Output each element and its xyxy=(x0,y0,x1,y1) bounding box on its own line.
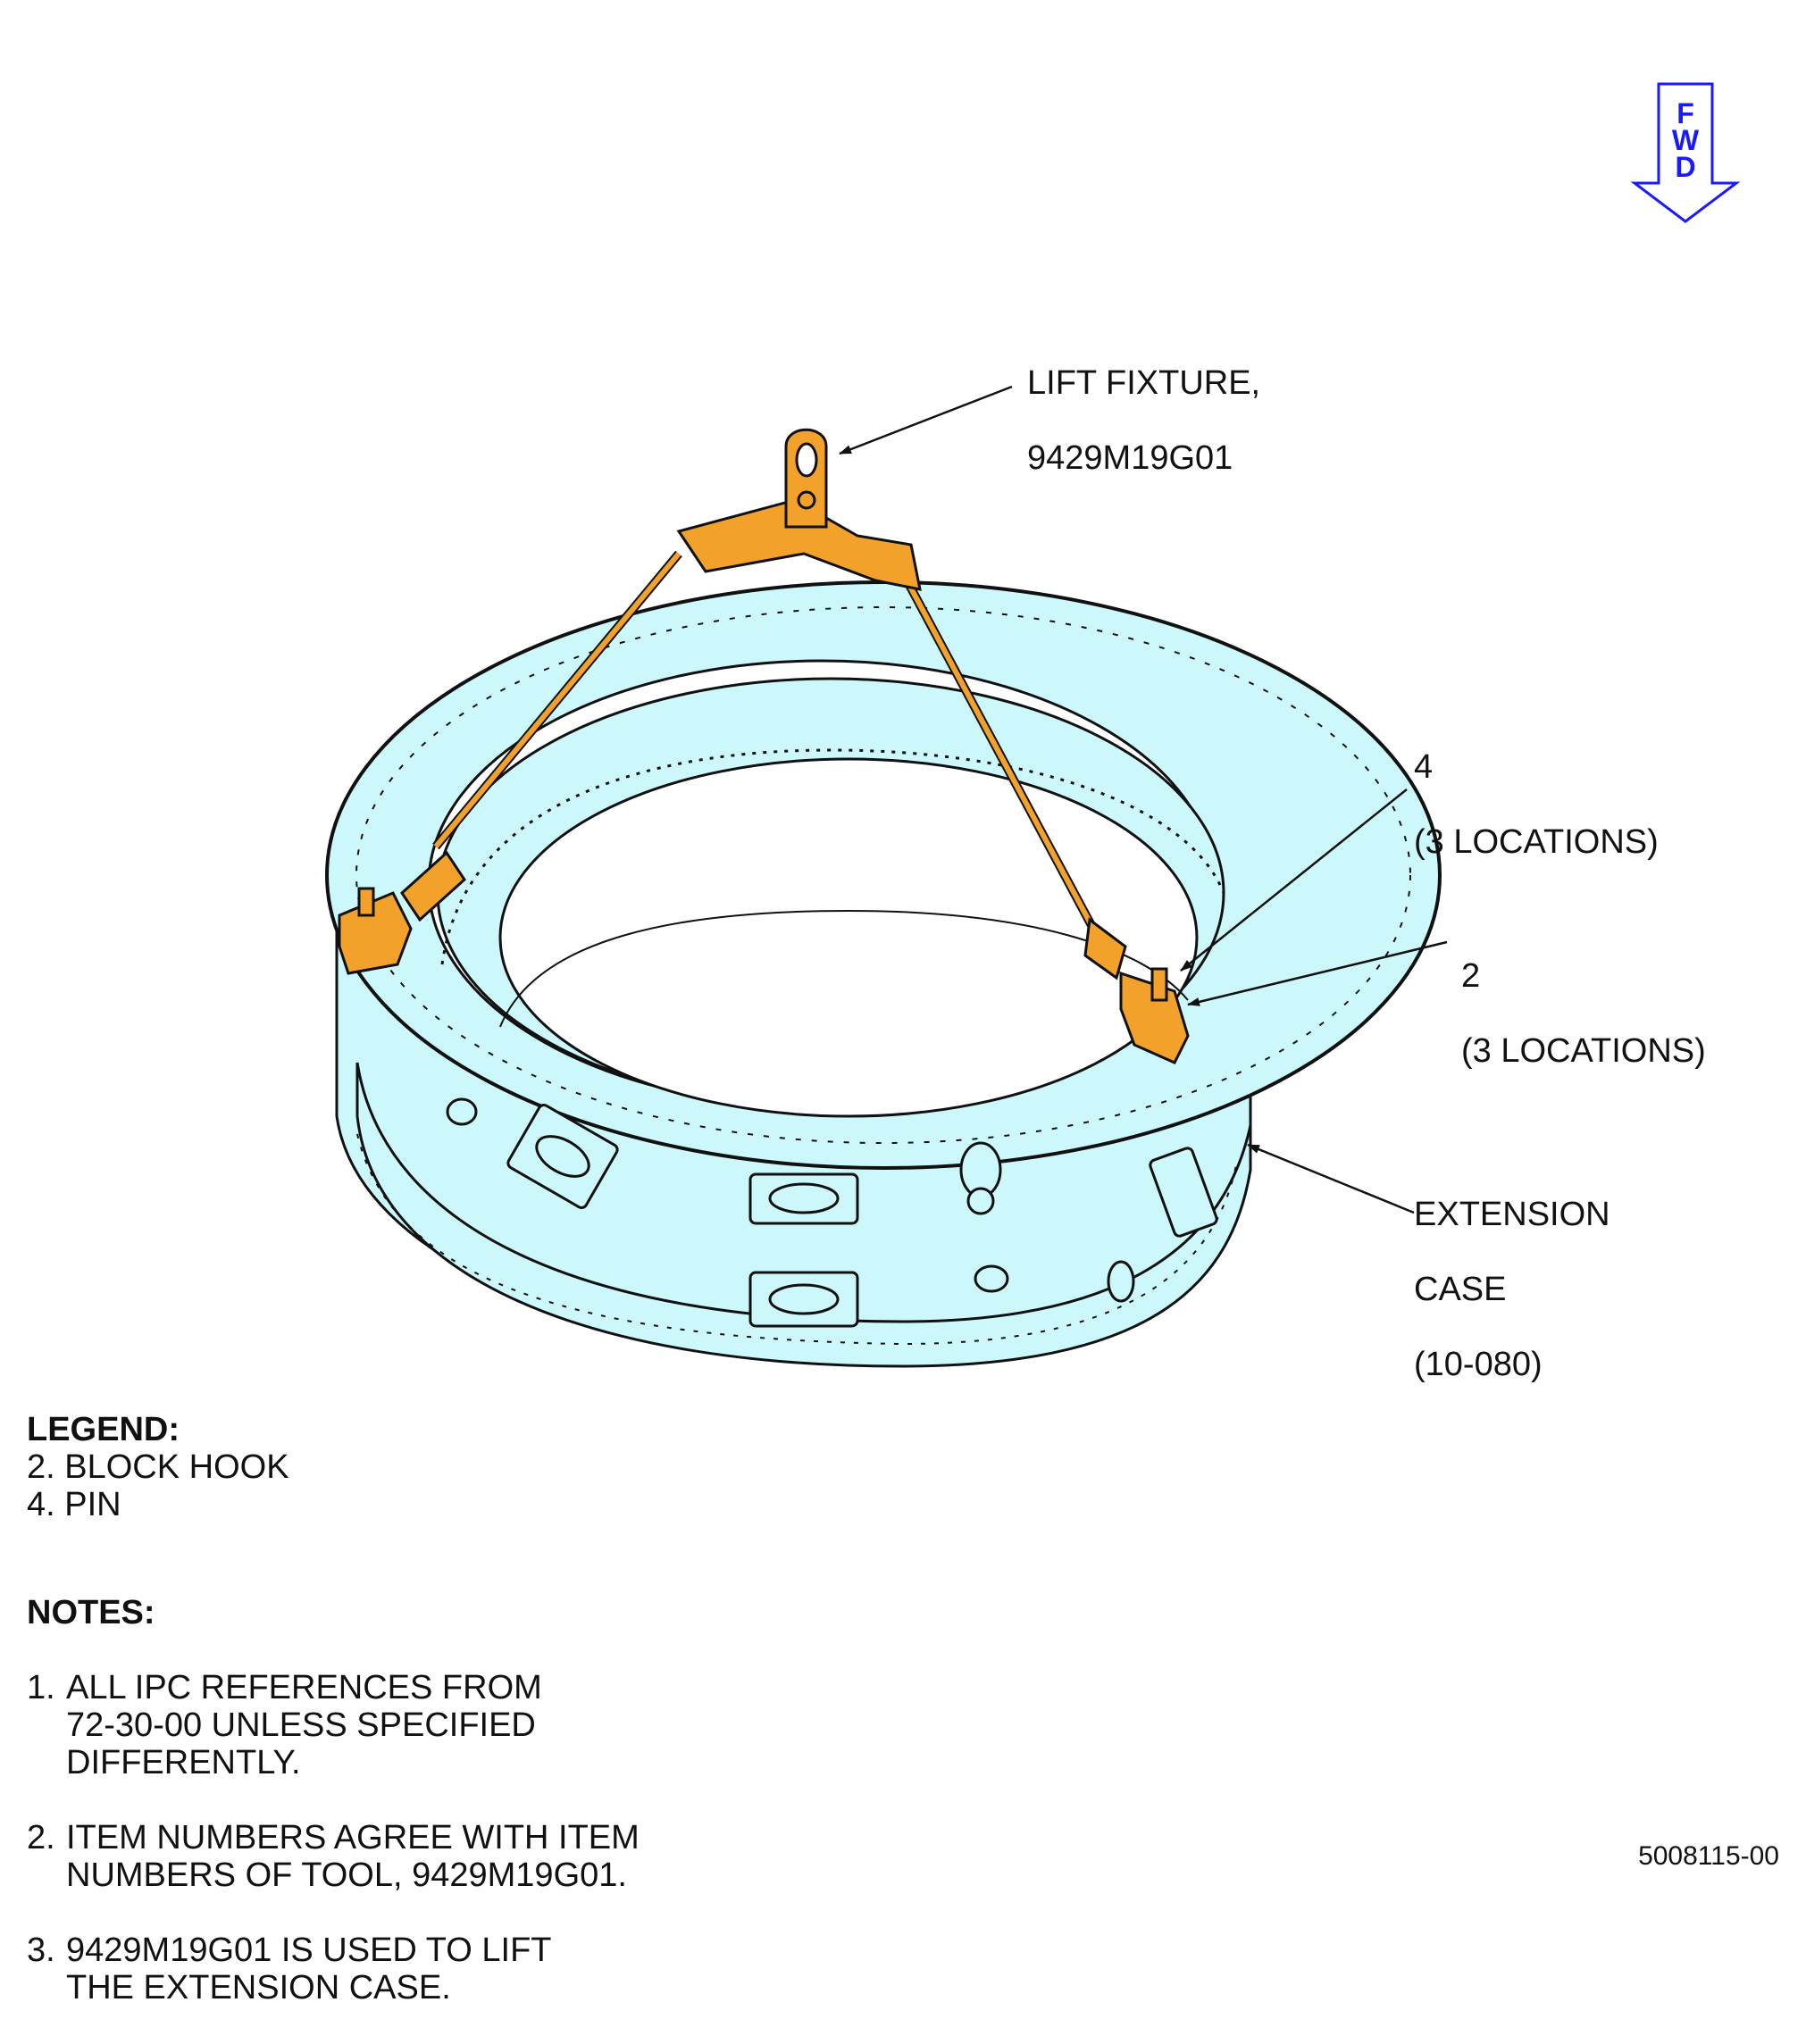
legend: LEGEND: 2. BLOCK HOOK 4. PIN xyxy=(27,1411,289,1523)
extension-case xyxy=(325,580,1442,1368)
legend-item: 2. BLOCK HOOK xyxy=(27,1448,289,1486)
note-item: 1. ALL IPC REFERENCES FROM 72-30-00 UNLE… xyxy=(27,1669,640,1781)
lift-fixture xyxy=(338,428,1190,1064)
callout-extension-case-line3: (10-080) xyxy=(1414,1346,1543,1383)
callout-extension-case-line1: EXTENSION xyxy=(1414,1196,1610,1233)
figure-id: 5008115-00 xyxy=(1638,1841,1779,1871)
fwd-letter-f: F xyxy=(1676,97,1694,129)
note-text: ALL IPC REFERENCES FROM 72-30-00 UNLESS … xyxy=(66,1669,542,1781)
note-text: ITEM NUMBERS AGREE WITH ITEM NUMBERS OF … xyxy=(66,1819,640,1894)
fwd-letter-d: D xyxy=(1675,151,1695,183)
notes: NOTES: 1. ALL IPC REFERENCES FROM 72-30-… xyxy=(27,1556,640,2044)
note-number: 1. xyxy=(27,1669,55,1706)
callout-lift-fixture-line2: 9429M19G01 xyxy=(1027,439,1233,477)
callout-lift-fixture-line1: LIFT FIXTURE, xyxy=(1027,364,1261,402)
callout-block-hook-locations: (3 LOCATIONS) xyxy=(1461,1032,1706,1070)
callout-pin: 4 (3 LOCATIONS) xyxy=(1414,711,1659,898)
leader-lines xyxy=(839,385,1448,1214)
notes-title: NOTES: xyxy=(27,1594,155,1631)
fwd-arrow-icon: F W D xyxy=(1630,82,1741,223)
note-item: 3. 9429M19G01 IS USED TO LIFT THE EXTENS… xyxy=(27,1931,640,2006)
callout-pin-locations: (3 LOCATIONS) xyxy=(1414,823,1659,861)
note-item: 2. ITEM NUMBERS AGREE WITH ITEM NUMBERS … xyxy=(27,1819,640,1894)
callout-extension-case-line2: CASE xyxy=(1414,1271,1507,1308)
callout-extension-case: EXTENSION CASE (10-080) xyxy=(1414,1158,1610,1421)
note-number: 2. xyxy=(27,1819,55,1856)
callout-pin-item-number: 4 xyxy=(1414,748,1434,786)
note-text: 9429M19G01 IS USED TO LIFT THE EXTENSION… xyxy=(66,1931,552,2006)
fwd-letter-w: W xyxy=(1672,124,1700,156)
callout-block-hook: 2 (3 LOCATIONS) xyxy=(1461,920,1706,1107)
callout-block-hook-item-number: 2 xyxy=(1461,957,1481,995)
illustration: F W D xyxy=(325,82,1741,1368)
note-number: 3. xyxy=(27,1931,55,1969)
legend-item: 4. PIN xyxy=(27,1486,121,1523)
callout-lift-fixture: LIFT FIXTURE, 9429M19G01 xyxy=(1027,327,1260,514)
legend-title: LEGEND: xyxy=(27,1411,180,1448)
